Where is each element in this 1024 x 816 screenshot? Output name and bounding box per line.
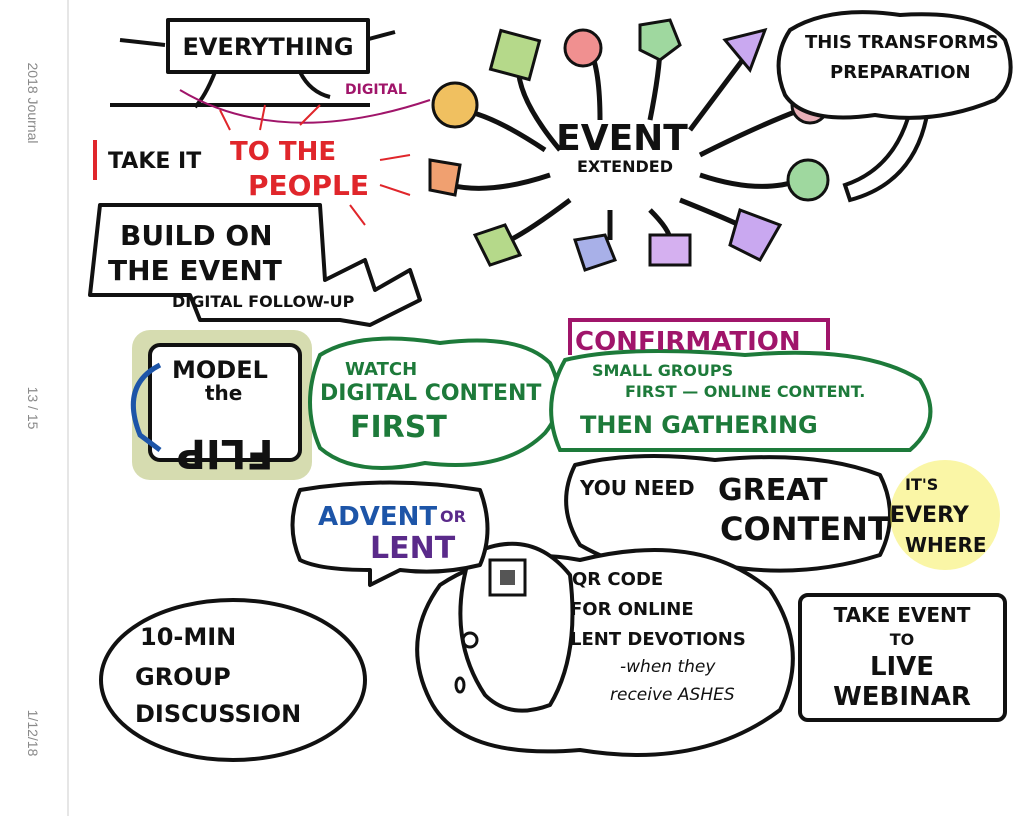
to-the-label: TO THE <box>230 137 336 167</box>
digital-content-label: DIGITAL CONTENT <box>320 381 541 406</box>
webinar-line3: LIVE <box>870 652 934 682</box>
transforms-cloud: THIS TRANSFORMS PREPARATION <box>776 10 1013 120</box>
model-the-flip: MODEL the FLIP <box>130 330 312 480</box>
page-date: 1/12/18 <box>25 709 41 757</box>
build-on-the-event: BUILD ON THE EVENT DIGITAL FOLLOW-UP <box>88 203 422 327</box>
build-line1: BUILD ON <box>120 219 273 252</box>
qr-line5: receive ASHES <box>610 685 735 705</box>
advent-label: ADVENT <box>318 502 437 532</box>
qr-code-thought: QR CODE FOR ONLINE LENT DEVOTIONS -when … <box>415 541 795 757</box>
qr-line2: FOR ONLINE <box>570 599 694 620</box>
content-label: CONTENT <box>720 510 890 548</box>
or-label: OR <box>440 507 466 526</box>
discussion-line3: DISCUSSION <box>135 700 301 728</box>
take-it-label: TAKE IT <box>108 149 201 174</box>
everything-figure: EVERYTHING DIGITAL <box>110 18 431 124</box>
webinar-line2: TO <box>890 630 915 649</box>
model-label: MODEL <box>172 356 268 384</box>
first-online-label: FIRST — ONLINE CONTENT. <box>625 382 865 401</box>
group-discussion-bubble: 10-MIN GROUP DISCUSSION <box>99 598 367 762</box>
build-line3: DIGITAL FOLLOW-UP <box>172 292 355 311</box>
discussion-line2: GROUP <box>135 663 231 691</box>
journal-title[interactable]: 2018 Journal <box>25 62 41 144</box>
face-drawing <box>454 541 575 713</box>
its-label: IT'S <box>905 475 938 494</box>
watch-label: WATCH <box>345 359 417 380</box>
the-label: the <box>205 381 242 405</box>
webinar-line1: TAKE EVENT <box>834 603 971 627</box>
confirmation-label: CONFIRMATION <box>575 327 801 357</box>
build-line2: THE EVENT <box>108 254 282 287</box>
where-label: WHERE <box>905 533 987 557</box>
qr-line1: QR CODE <box>572 569 663 590</box>
transforms-line1: THIS TRANSFORMS <box>805 32 999 53</box>
digital-label: DIGITAL <box>345 82 407 98</box>
flip-label: FLIP <box>176 430 273 476</box>
great-label: GREAT <box>718 473 828 508</box>
sketchnote-canvas[interactable]: EVERYTHING DIGITAL TAKE IT TO THE PEOPLE… <box>69 0 1024 816</box>
qr-line3: LENT DEVOTIONS <box>570 629 746 650</box>
great-content-cloud: YOU NEED GREAT CONTENT IT'S EVERY WHERE <box>564 454 1000 574</box>
people-label: PEOPLE <box>248 169 369 202</box>
watch-digital-content-cloud: WATCH DIGITAL CONTENT FIRST <box>308 336 561 470</box>
qr-line4: -when they <box>620 657 716 677</box>
event-label: EVENT <box>556 118 688 159</box>
extended-label: EXTENDED <box>577 157 673 176</box>
every-label: EVERY <box>890 503 970 528</box>
everything-label: EVERYTHING <box>182 33 353 61</box>
you-need-label: YOU NEED <box>579 476 695 500</box>
page-indicator: 13 / 15 <box>25 386 41 430</box>
take-it-to-the-people: TAKE IT TO THE PEOPLE <box>93 104 411 226</box>
first-label: FIRST <box>350 410 447 445</box>
live-webinar-box: TAKE EVENT TO LIVE WEBINAR <box>798 593 1007 722</box>
confirmation-cloud: CONFIRMATION SMALL GROUPS FIRST — ONLINE… <box>549 318 933 452</box>
small-groups-label: SMALL GROUPS <box>592 361 733 380</box>
webinar-line4: WEBINAR <box>833 682 971 712</box>
lent-label: LENT <box>370 531 456 566</box>
discussion-line1: 10-MIN <box>140 623 236 651</box>
journal-sidebar: 2018 Journal 13 / 15 1/12/18 <box>0 0 69 816</box>
transforms-line2: PREPARATION <box>830 62 971 83</box>
then-gathering-label: THEN GATHERING <box>580 411 818 439</box>
advent-or-lent-bubble: ADVENT OR LENT <box>290 480 490 587</box>
